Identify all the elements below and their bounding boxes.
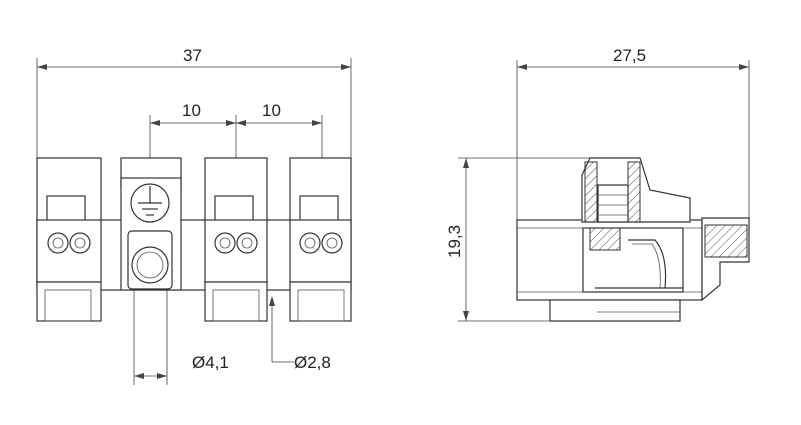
dimension-hole-diameter: Ø4,1 <box>133 290 229 385</box>
pin-diameter-label: Ø2,8 <box>294 353 331 372</box>
terminal-left <box>36 157 102 322</box>
dimension-depth: 27,5 <box>516 46 750 225</box>
side-view: 27,5 19,3 <box>445 46 750 322</box>
dimension-pin-diameter: Ø2,8 <box>269 296 331 372</box>
front-view: 37 10 10 <box>36 46 352 385</box>
hole-diameter-label: Ø4,1 <box>192 353 229 372</box>
dimension-overall-width: 37 <box>36 46 352 160</box>
terminal-earth <box>120 157 182 291</box>
height-label: 19,3 <box>445 225 464 258</box>
side-foot <box>549 299 681 322</box>
earth-ground-icon <box>130 183 170 223</box>
depth-label: 27,5 <box>613 46 646 65</box>
dimension-pitch: 10 10 <box>149 101 323 160</box>
dimension-height: 19,3 <box>445 157 590 322</box>
terminal-middle <box>204 157 268 322</box>
pitch-right-label: 10 <box>262 101 281 120</box>
pitch-left-label: 10 <box>182 101 201 120</box>
overall-width-label: 37 <box>183 46 202 65</box>
terminal-right <box>289 157 352 322</box>
